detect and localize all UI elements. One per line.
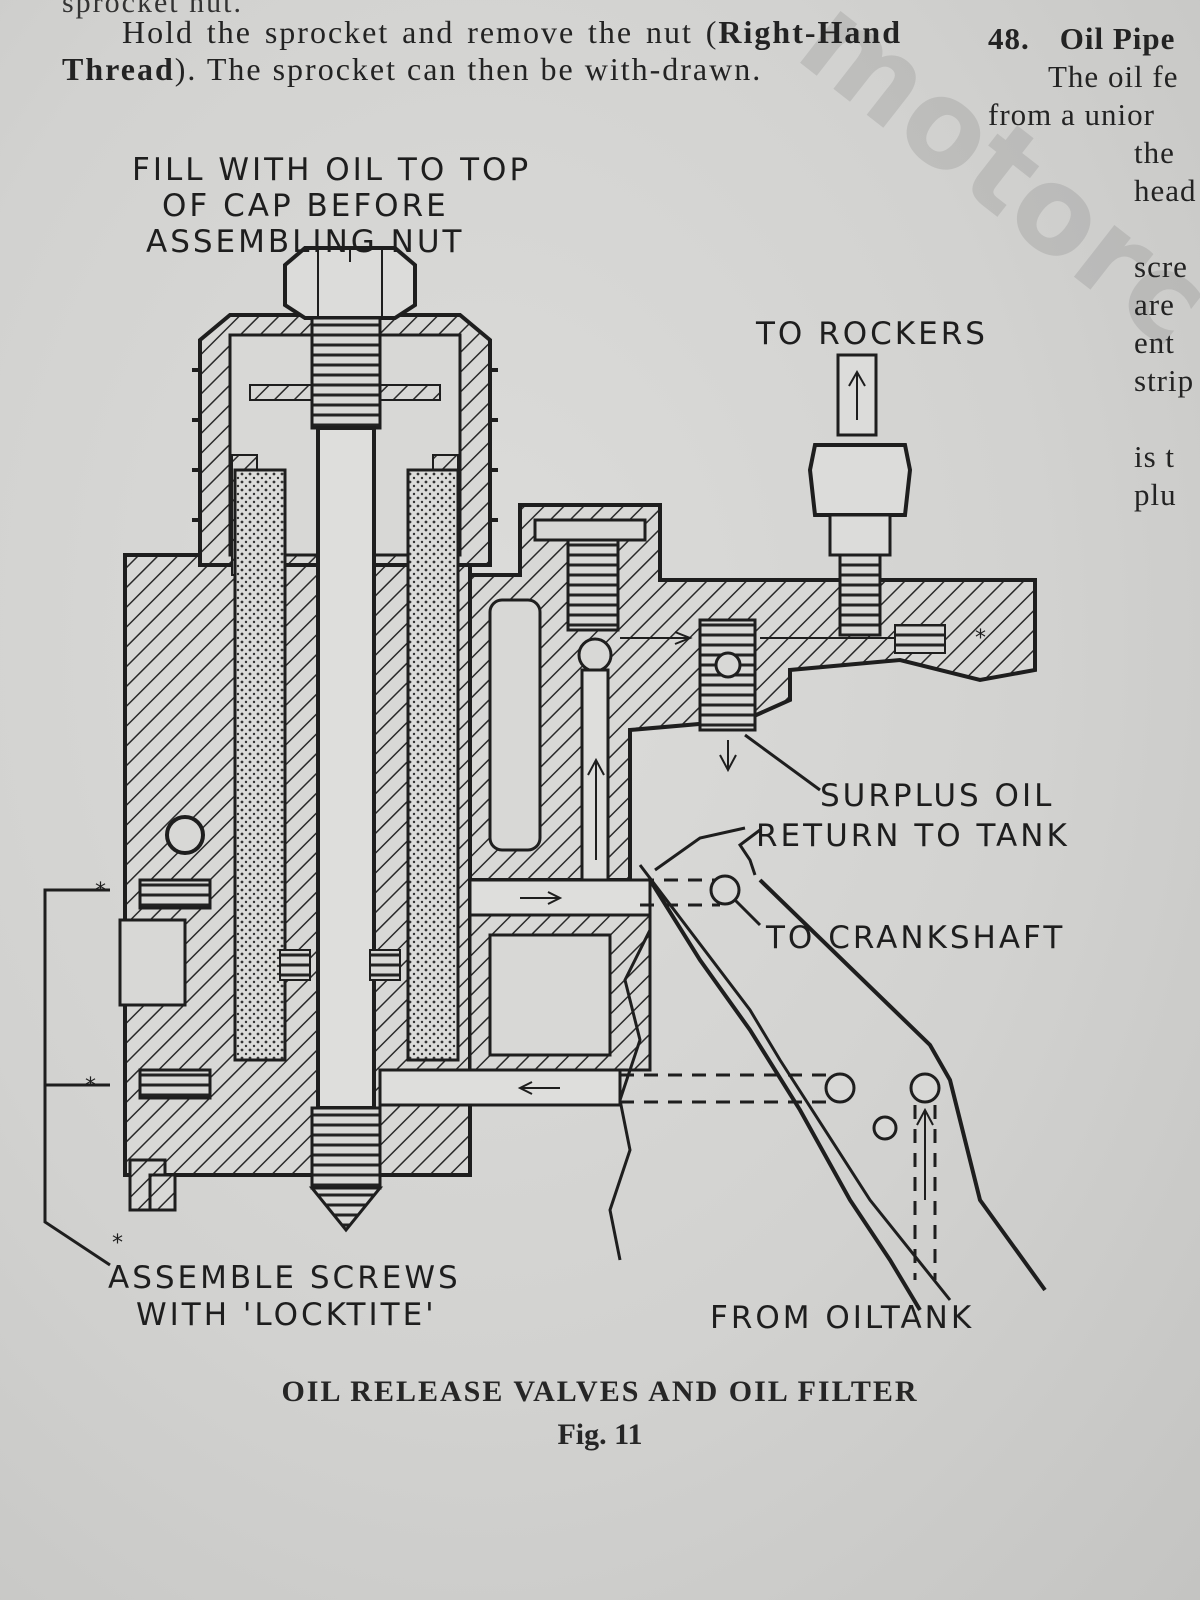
label-assemble-line-1: ASSEMBLE SCREWS [108, 1260, 461, 1296]
asterisk-marker: * [975, 626, 986, 651]
right-column-line: strip [1134, 363, 1195, 398]
section-number: 48. [988, 21, 1030, 56]
right-column-line: plu [1134, 477, 1177, 512]
label-assemble-line-2: WITH 'LOCKTITE' [136, 1297, 437, 1333]
label-fill-line-1: FILL WITH OIL TO TOP [132, 152, 532, 188]
label-to-rockers: TO ROCKERS [756, 316, 988, 352]
asterisk-marker: * [112, 1231, 123, 1256]
filter-element [233, 468, 460, 1062]
rocker-union [807, 353, 913, 637]
label-from-oiltank: FROM OILTANK [710, 1300, 975, 1336]
asterisk-marker: * [85, 1074, 96, 1099]
previous-paragraph-fragment: sprocket nut. [62, 0, 243, 19]
leader-lines: * * * [43, 248, 821, 1267]
figure-caption-number: Fig. 11 [557, 1418, 643, 1451]
intro-text-start: Hold the sprocket and remove the nut ( [122, 14, 719, 50]
assembling-nut [283, 246, 417, 320]
label-surplus-line-2: RETURN TO TANK [756, 818, 1070, 854]
section-heading: 48. Oil Pipe [988, 20, 1200, 58]
right-column-line: ent [1134, 325, 1175, 360]
right-column-line: is t [1134, 439, 1176, 474]
valve-block: * [468, 503, 1037, 887]
right-column-text: 48.Oil Pipe The oil fe from a unior the … [988, 20, 1200, 514]
label-to-crankshaft: TO CRANKSHAFT [766, 920, 1066, 956]
centre-bolt [308, 316, 384, 1233]
label-fill-line-3: ASSEMBLING NUT [146, 224, 465, 260]
right-column-line: are [1134, 287, 1175, 322]
asterisk-marker: * [95, 879, 106, 904]
right-column-line: head [1134, 173, 1197, 208]
break-outline [608, 828, 1047, 1312]
label-fill-line-2: OF CAP BEFORE [162, 188, 449, 224]
right-column-line: from a unior [988, 97, 1155, 132]
right-column-line: scre [1134, 249, 1188, 284]
section-title: Oil Pipe [1059, 21, 1176, 56]
side-screws [138, 878, 212, 1100]
label-surplus-line-1: SURPLUS OIL [820, 778, 1055, 814]
figure-caption-title: OIL RELEASE VALVES AND OIL FILTER [281, 1375, 919, 1408]
intro-paragraph: Hold the sprocket and remove the nut (Ri… [62, 14, 902, 88]
right-column-line: The oil fe [1048, 59, 1179, 94]
oil-passages [378, 874, 941, 1280]
intro-bold-text: Right-Hand Thread [62, 14, 902, 87]
right-column-line: the [1134, 135, 1175, 170]
intro-text-end: ). The sprocket can then be with-drawn. [174, 51, 763, 87]
